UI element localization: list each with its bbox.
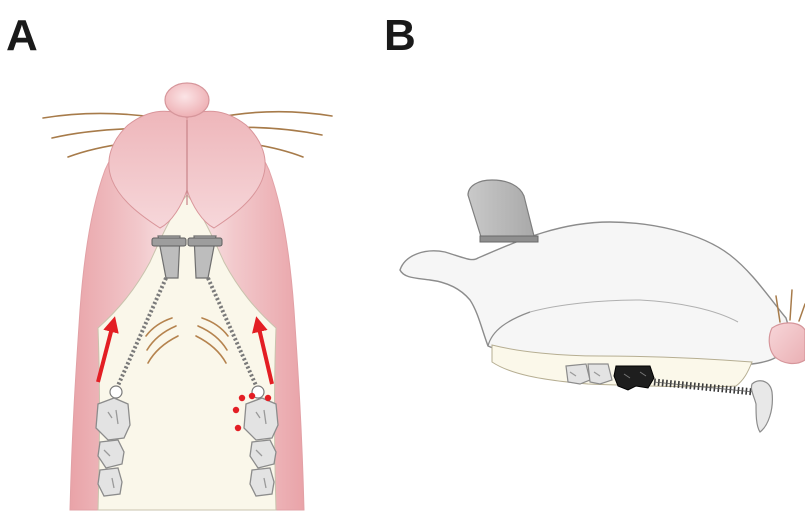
- incisor-lower: [751, 381, 772, 432]
- panel-b-diagram: [400, 180, 805, 432]
- spring-anchor-left: [110, 386, 122, 398]
- incisor-upper: [468, 180, 534, 240]
- molars-side: [566, 364, 612, 384]
- anchored-molar: [614, 366, 654, 390]
- panel-a-diagram: [43, 83, 332, 510]
- nose: [165, 83, 209, 117]
- skull-side-view: [400, 222, 789, 365]
